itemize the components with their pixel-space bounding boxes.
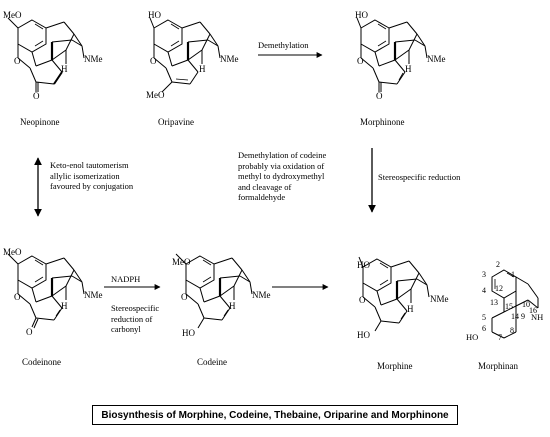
morphinone-structure bbox=[356, 17, 429, 92]
morphinan-number-8: 8 bbox=[510, 326, 514, 335]
morphine-name: Morphine bbox=[377, 361, 413, 371]
neopinone-h-label: H bbox=[61, 64, 68, 74]
morphinan-ho-label: HO bbox=[466, 332, 479, 342]
morphine-ho-bottom-label: HO bbox=[357, 330, 370, 340]
morphinone-ho-label: HO bbox=[355, 10, 368, 20]
morphinan-structure bbox=[491, 269, 539, 339]
codeinone-h-label: H bbox=[61, 301, 68, 311]
morphine-ho-top-label: HO bbox=[357, 260, 370, 270]
morphinan-number-6: 6 bbox=[482, 324, 486, 333]
neopinone-name: Neopinone bbox=[20, 117, 60, 127]
morphinan-number-14: 14 bbox=[511, 312, 519, 321]
oripavine-nme-label: NMe bbox=[220, 54, 239, 64]
morphinan-number-16: 16 bbox=[529, 306, 537, 315]
morphinan-number-4: 4 bbox=[482, 286, 486, 295]
morphinone-h-label: H bbox=[405, 64, 412, 74]
morphine-h-label: H bbox=[407, 304, 414, 314]
morphinan-number-1: 1 bbox=[511, 270, 515, 279]
codeine-o-label: O bbox=[181, 292, 188, 302]
morphinan-number-15: 15 bbox=[505, 302, 513, 311]
codeinone-meo-label: MeO bbox=[3, 247, 22, 257]
codeinone-ketone-o-label: O bbox=[26, 327, 33, 337]
morphinan-number-12: 12 bbox=[495, 284, 503, 293]
oripavine-name: Oripavine bbox=[158, 117, 194, 127]
morphinan-number-11-10: 10 bbox=[522, 300, 530, 309]
morphinone-nme-label: NMe bbox=[427, 54, 446, 64]
codeine-name: Codeine bbox=[197, 357, 227, 367]
codeine-structure bbox=[175, 253, 254, 329]
morphinone-o-label: O bbox=[357, 56, 364, 66]
stereo-reduction-note: Stereospecific reduction bbox=[378, 172, 461, 182]
morphinan-name: Morphinan bbox=[478, 361, 518, 371]
codeinone-structure bbox=[7, 253, 86, 329]
oripavine-o-label: O bbox=[150, 56, 157, 66]
codeine-ho-label: HO bbox=[182, 328, 195, 338]
morphine-structure bbox=[358, 256, 431, 332]
demethylation-label: Demethylation bbox=[258, 40, 309, 50]
caption-box: Biosynthesis of Morphine, Codeine, Theba… bbox=[92, 405, 458, 425]
morphinan-number-9: 9 bbox=[521, 312, 525, 321]
neopinone-o-label: O bbox=[14, 56, 21, 66]
figure-caption: Biosynthesis of Morphine, Codeine, Theba… bbox=[101, 409, 449, 421]
codeinone-nme-label: NMe bbox=[84, 290, 103, 300]
oripavine-meo-label: MeO bbox=[146, 90, 165, 100]
morphinan-number-5: 5 bbox=[482, 313, 486, 322]
morphinan-number-2: 2 bbox=[496, 260, 500, 269]
oripavine-ho-label: HO bbox=[148, 10, 161, 20]
morphinan-number-7: 7 bbox=[498, 333, 502, 342]
stereo-carbonyl-note: Stereospecific reduction of carbonyl bbox=[111, 303, 160, 334]
neopinone-structure bbox=[7, 17, 86, 92]
codeinone-o-label: O bbox=[14, 292, 21, 302]
codeinone-name: Codeinone bbox=[22, 357, 61, 367]
morphinan-number-3: 3 bbox=[482, 270, 486, 279]
neopinone-nme-label: NMe bbox=[84, 54, 103, 64]
codeine-meo-label: MeO bbox=[172, 257, 191, 267]
codeine-h-label: H bbox=[229, 301, 236, 311]
morphinan-nh-label: NH bbox=[531, 312, 544, 322]
morphine-o-label: O bbox=[359, 295, 366, 305]
nadph-label: NADPH bbox=[111, 274, 141, 284]
codeine-demethylation-note: Demethylation of codeine probably via ox… bbox=[238, 150, 327, 202]
codeine-nme-label: NMe bbox=[252, 290, 271, 300]
morphine-nme-label: NMe bbox=[430, 294, 449, 304]
oripavine-h-label: H bbox=[199, 64, 206, 74]
morphinone-ketone-o-label: O bbox=[376, 91, 383, 101]
keto-enol-note: Keto-enol tautomerism allylic isomerizat… bbox=[50, 160, 134, 191]
morphinan-number-13: 13 bbox=[490, 298, 498, 307]
neopinone-ketone-o-label: O bbox=[33, 91, 40, 101]
oripavine-structure bbox=[149, 17, 222, 93]
morphinone-name: Morphinone bbox=[360, 117, 405, 127]
neopinone-meo-label: MeO bbox=[3, 10, 22, 20]
